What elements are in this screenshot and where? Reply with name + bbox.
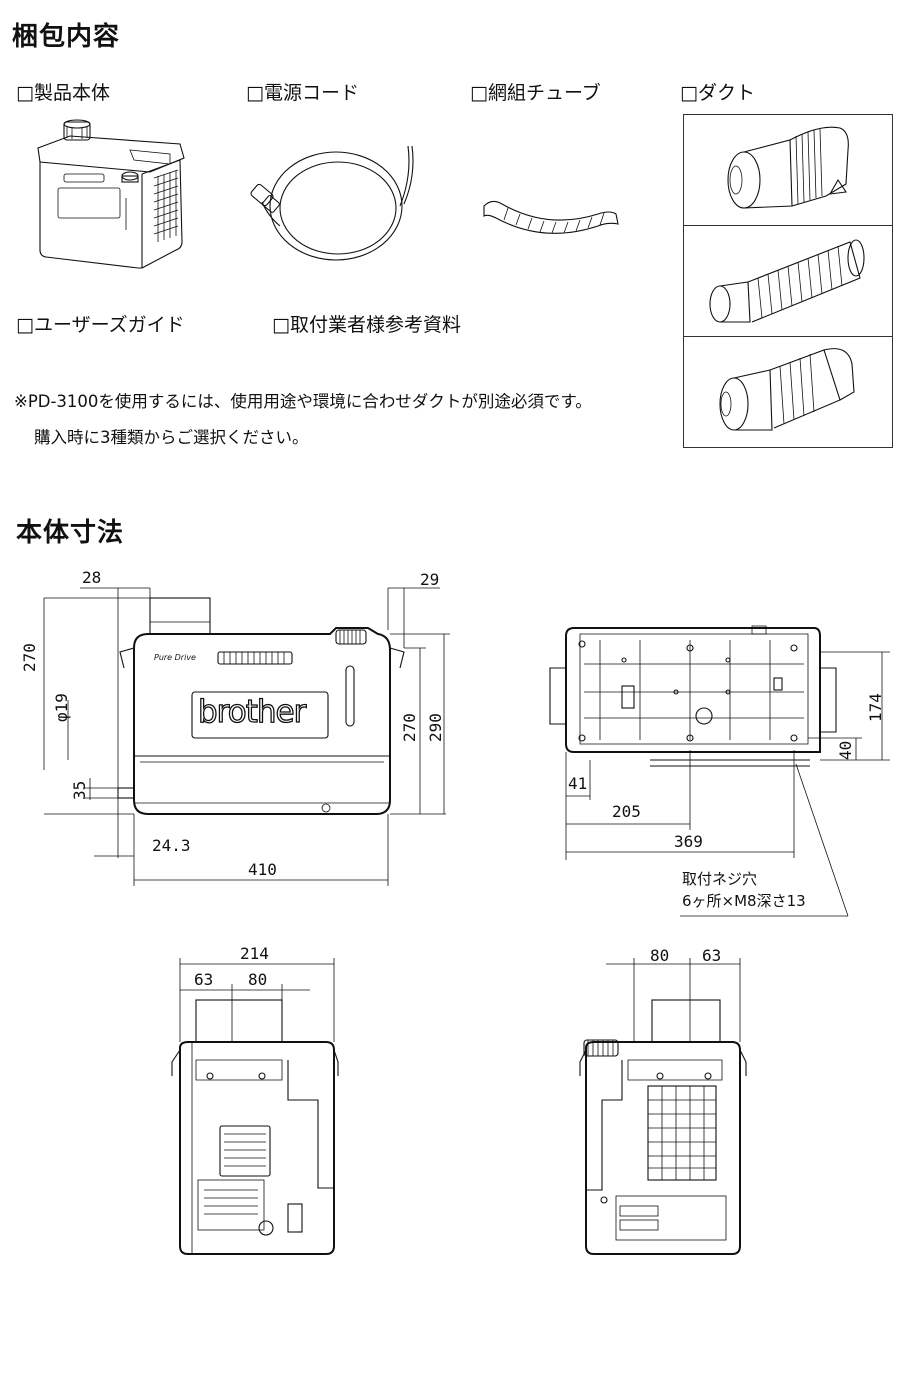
- product-illustration: [37, 119, 185, 269]
- side-view-right-drawing: [579, 958, 747, 1255]
- mount-note-line-2: 6ヶ所×M8深さ13: [682, 892, 806, 910]
- duct-divider-1: [684, 225, 892, 226]
- item-users-guide: □ユーザーズガイド: [16, 314, 185, 336]
- dim-80-left: 80: [248, 970, 268, 989]
- item-braided-tube: □網組チューブ: [470, 82, 601, 104]
- braided-tube-illustration: [483, 200, 619, 234]
- side-view-left-drawing: [171, 958, 339, 1255]
- dim-28: 28: [82, 568, 102, 587]
- duct-options-box: [683, 114, 893, 448]
- section-title-contents: 梱包内容: [12, 22, 121, 52]
- dim-63-right: 63: [702, 946, 722, 965]
- dim-63-left: 63: [194, 970, 214, 989]
- duct-elbow-illustration: [727, 126, 849, 209]
- item-product: □製品本体: [16, 82, 110, 104]
- duct-divider-2: [684, 336, 892, 337]
- dim-24-3: 24.3: [152, 836, 191, 855]
- bottom-view-drawing: [549, 625, 890, 917]
- pure-drive-logo: Pure Drive: [154, 653, 196, 662]
- power-cord-illustration: [250, 145, 414, 261]
- dim-205: 205: [612, 802, 641, 821]
- note-line-2: 購入時に3種類からご選択ください。: [34, 428, 309, 447]
- dim-80-right: 80: [650, 946, 670, 965]
- mount-note-line-1: 取付ネジ穴: [682, 870, 758, 888]
- duct-straight-illustration: [709, 239, 865, 323]
- item-installer-reference: □取付業者様参考資料: [272, 314, 461, 336]
- note-line-1: ※PD-3100を使用するには、使用用途や環境に合わせダクトが別途必須です。: [14, 392, 592, 411]
- dim-369: 369: [674, 832, 703, 851]
- brother-brand-text: brother: [197, 693, 307, 730]
- duct-flex-elbow-illustration: [719, 348, 855, 431]
- dim-410: 410: [248, 860, 277, 879]
- item-power-cord: □電源コード: [246, 82, 359, 104]
- dim-41: 41: [568, 774, 588, 793]
- item-duct: □ダクト: [680, 82, 755, 104]
- dim-214: 214: [240, 944, 269, 963]
- dim-29: 29: [420, 570, 440, 589]
- front-view-drawing: [43, 587, 450, 886]
- section-title-dimensions: 本体寸法: [16, 518, 125, 548]
